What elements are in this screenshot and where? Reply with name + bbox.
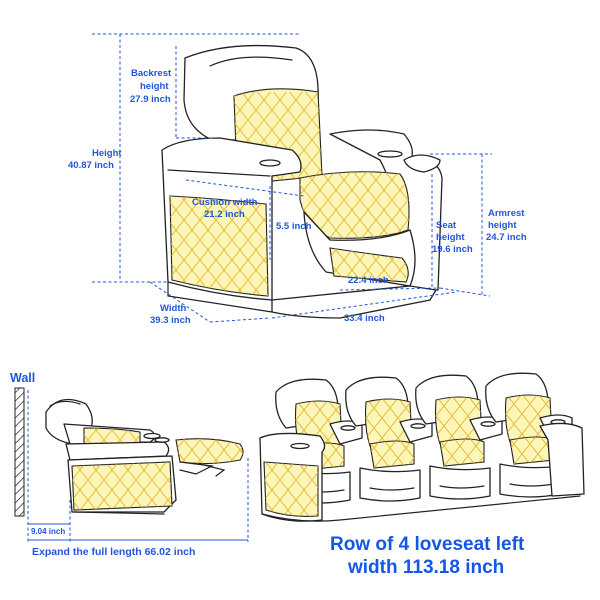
backrest-height-value: 27.9 inch xyxy=(130,94,171,105)
seat-height-label-1: Seat xyxy=(436,220,457,231)
seat-height-label-2: height xyxy=(436,232,465,243)
wall-side-view: Wall 9.04 inch Expand the full length 66… xyxy=(10,371,249,558)
armrest-height-label-2: height xyxy=(488,220,517,231)
cushion-width-value: 21.2 inch xyxy=(204,209,245,220)
width-value: 39.3 inch xyxy=(150,315,191,326)
cushion-width-label: Cushion width xyxy=(192,197,258,208)
armrest-height-value: 24.7 inch xyxy=(486,232,527,243)
seat-height-value: 19.6 inch xyxy=(432,244,473,255)
full-length-value: Expand the full length 66.02 inch xyxy=(32,546,195,558)
row-base-line xyxy=(261,495,581,522)
wall-gap-value: 9.04 inch xyxy=(31,527,65,536)
caption-line-1: Row of 4 loveseat left xyxy=(330,534,525,555)
caption-line-2: width 113.18 inch xyxy=(347,557,504,578)
backrest-height-label-2: height xyxy=(140,81,169,92)
recliner-front-view xyxy=(161,44,443,319)
cushion-depth-value: 5.5 inch xyxy=(276,221,312,232)
wall-label: Wall xyxy=(10,371,35,385)
row-of-four-view xyxy=(259,372,585,522)
height-value: 40.87 inch xyxy=(68,160,114,171)
width-label: Width xyxy=(160,303,186,314)
height-label: Height xyxy=(92,148,122,159)
wall-hatch xyxy=(14,387,25,517)
row-seat-4 xyxy=(485,372,573,498)
row-seat-2 xyxy=(345,376,433,502)
dimension-lines-top xyxy=(92,33,492,323)
depth-value: 33.4 inch xyxy=(344,313,385,324)
backrest-height-label-1: Backrest xyxy=(131,68,172,79)
armrest-height-label-1: Armrest xyxy=(488,208,525,219)
row-seat-3 xyxy=(415,374,503,500)
dimension-labels-top: Backrest height 27.9 inch Height 40.87 i… xyxy=(68,68,527,326)
row-left-arm xyxy=(259,432,326,522)
row-right-arm xyxy=(539,422,585,497)
row-caption: Row of 4 loveseat left width 113.18 inch xyxy=(330,534,525,578)
seat-depth-value: 22.4 inch xyxy=(348,275,389,286)
